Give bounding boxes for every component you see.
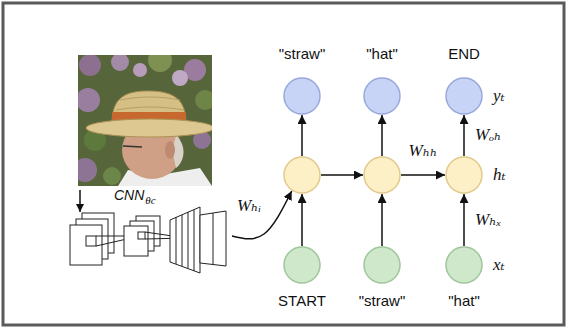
node-outline [445, 156, 483, 194]
token-label: "straw" [279, 45, 326, 62]
connector-arrow [301, 194, 303, 246]
node-outline [283, 77, 321, 115]
connector-arrow [381, 194, 383, 246]
node-circle [446, 247, 482, 283]
node-circle [446, 157, 482, 193]
hat-brim [86, 119, 212, 137]
flower [172, 70, 188, 86]
node-outline [283, 246, 321, 284]
node-circle [446, 78, 482, 114]
flower [133, 63, 147, 77]
symbol-label: yₜ [493, 86, 505, 106]
feature-stack [170, 207, 200, 273]
node-outline [363, 77, 401, 115]
token-label: END [448, 45, 480, 62]
weight-label: Wₕₓ [474, 210, 502, 230]
ear [165, 141, 175, 159]
flower [111, 55, 129, 71]
dense-layer [200, 211, 226, 266]
layer-line [176, 217, 177, 264]
leaf [148, 55, 172, 72]
node-circle [364, 247, 400, 283]
token-label: "straw" [359, 292, 406, 309]
hidden-node [363, 156, 401, 194]
output-node: "hat" [363, 77, 401, 115]
node-circle [284, 157, 320, 193]
hidden-node [283, 156, 321, 194]
straw-texture [116, 97, 184, 110]
flower [78, 158, 97, 182]
feature-map [70, 225, 102, 265]
receptive-field [138, 232, 145, 239]
flow-arrow [79, 190, 81, 212]
node-circle [284, 247, 320, 283]
photo [78, 55, 212, 186]
node-outline [363, 246, 401, 284]
connector-arrow [463, 194, 465, 246]
node-outline [363, 156, 401, 194]
token-label: "hat" [366, 45, 398, 62]
connector-arrow [401, 174, 445, 176]
leaf [195, 90, 212, 110]
block-subscript: θc [145, 194, 155, 207]
connector-arrow [381, 115, 383, 156]
output-node: ENDyₜ [445, 77, 483, 115]
leaf [103, 167, 121, 185]
input-node: START [283, 246, 321, 284]
frame [3, 3, 564, 325]
token-label: START [278, 292, 326, 309]
weight-label: Wₕᵢ [236, 196, 262, 216]
weight-label: Wₒₕ [474, 125, 502, 145]
block-label: CNN [114, 187, 144, 203]
receptive-field [86, 236, 96, 246]
cnn-symbol [70, 207, 226, 273]
flower [79, 55, 101, 76]
node-circle [284, 78, 320, 114]
glasses [123, 146, 142, 147]
connector-arrow [232, 191, 292, 239]
flower [78, 88, 100, 112]
node-outline [445, 77, 483, 115]
layer-line [213, 213, 214, 265]
layer-line [188, 212, 189, 268]
connector-arrow [321, 174, 363, 176]
connector-arrow [301, 115, 303, 156]
node-circle [364, 157, 400, 193]
node-outline [445, 246, 483, 284]
token-label: "hat" [448, 292, 480, 309]
symbol-label: xₜ [493, 255, 505, 275]
symbol-label: hₜ [493, 165, 506, 185]
node-outline [283, 156, 321, 194]
layer-line [182, 215, 183, 266]
weight-label: Wₕₕ [408, 141, 439, 161]
input-node: "hat"xₜ [445, 246, 483, 284]
input-node: "straw" [363, 246, 401, 284]
cnn-block: CNNθc [66, 206, 232, 276]
layer-line [194, 210, 195, 271]
feature-map [124, 226, 148, 256]
hidden-node: hₜ [445, 156, 483, 194]
output-node: "straw" [283, 77, 321, 115]
node-circle [364, 78, 400, 114]
connector-arrow [463, 115, 465, 156]
